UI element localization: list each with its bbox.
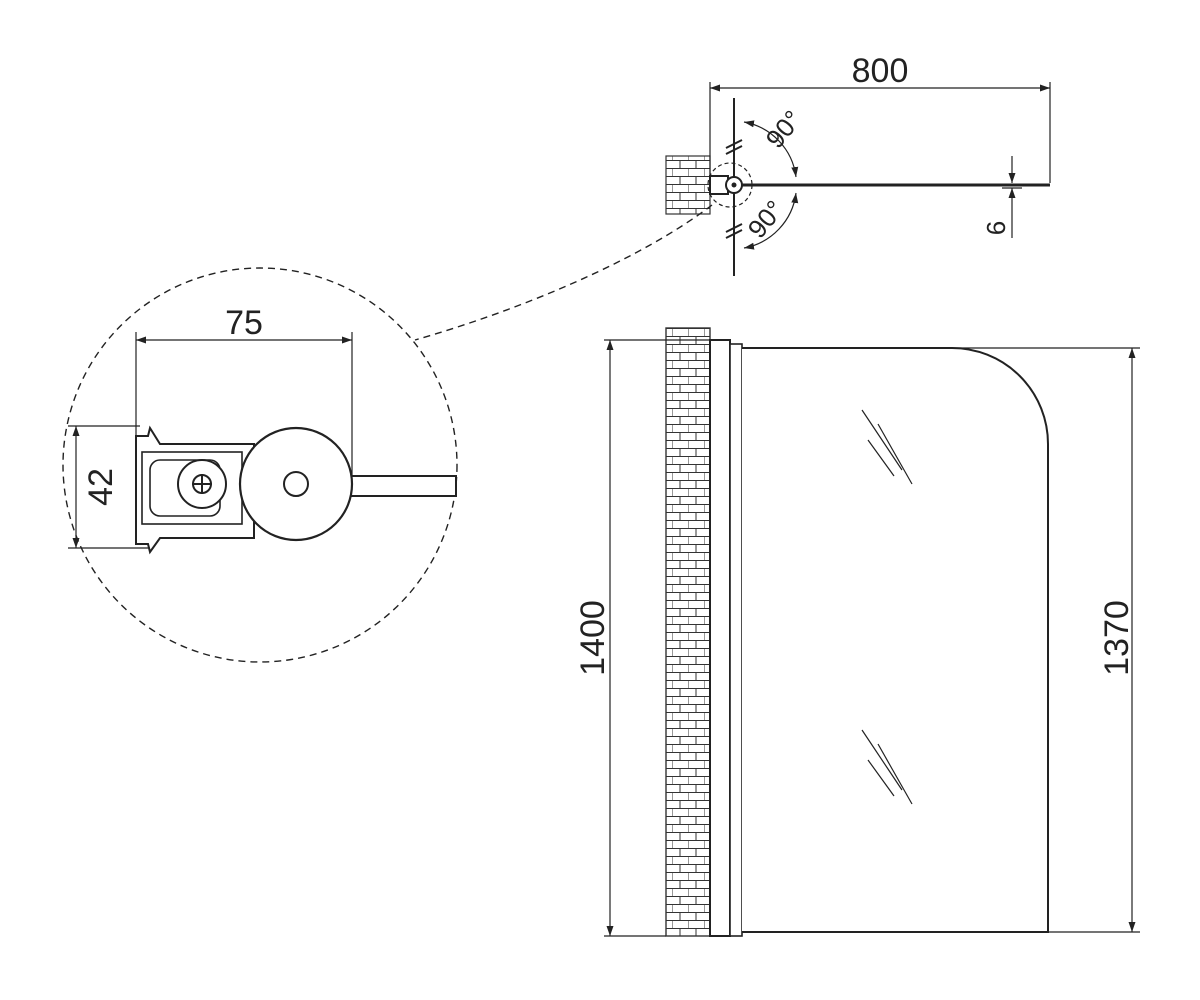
plan-hinge-pivot-dot bbox=[731, 182, 737, 188]
plan-angle-label-upper: 90° bbox=[760, 104, 808, 153]
plan-angle-arc-lower bbox=[743, 192, 799, 250]
plan-angle-label-lower: 90° bbox=[742, 194, 790, 243]
dim-1370-label: 1370 bbox=[1098, 600, 1136, 676]
dim-800-label: 800 bbox=[852, 52, 909, 90]
detail-leader-line bbox=[414, 204, 713, 341]
elevation-wall-profile bbox=[709, 339, 731, 937]
detail-pivot-hole bbox=[283, 471, 309, 497]
detail-glass-panel bbox=[347, 475, 457, 497]
plan-break-upper bbox=[725, 139, 743, 155]
hinge-detail: 75 42 bbox=[62, 267, 458, 663]
plan-detail-marker bbox=[707, 162, 753, 208]
glass-reflection-lower bbox=[861, 729, 913, 805]
plan-view: 90° 90° 800 6 bbox=[665, 52, 1051, 276]
dim-1400-label: 1400 bbox=[574, 600, 612, 676]
dim-6-label: 6 bbox=[981, 221, 1011, 235]
plan-angle-arc-upper bbox=[743, 120, 799, 178]
front-elevation: 1400 1370 bbox=[574, 327, 1140, 937]
elevation-wall bbox=[665, 327, 711, 937]
dim-42-label: 42 bbox=[82, 468, 120, 506]
dim-75-label: 75 bbox=[225, 304, 263, 342]
plan-wall bbox=[665, 155, 711, 215]
elevation-hinge-strip bbox=[729, 343, 743, 937]
plan-break-lower bbox=[725, 223, 743, 239]
elevation-glass-panel bbox=[742, 347, 1049, 933]
glass-reflection-upper bbox=[861, 409, 913, 485]
detail-circle-boundary bbox=[62, 267, 458, 663]
